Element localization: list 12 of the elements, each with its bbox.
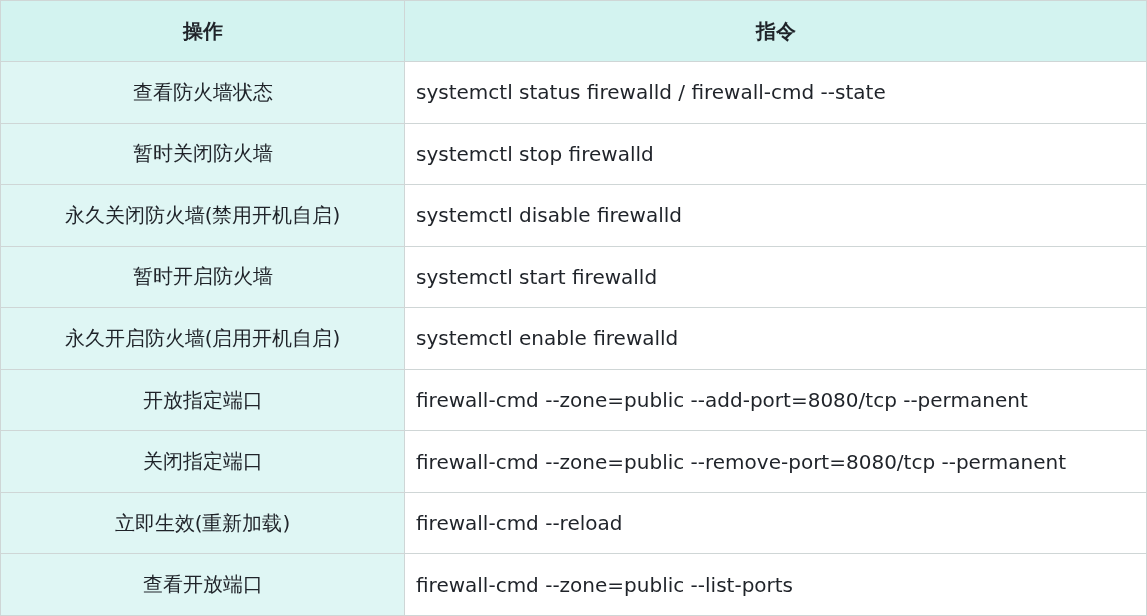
header-cell: 操作 xyxy=(0,0,405,62)
table-cell: 查看开放端口 xyxy=(0,553,405,616)
table-cell: 永久关闭防火墙(禁用开机自启) xyxy=(0,184,405,247)
table-cell: 开放指定端口 xyxy=(0,368,405,432)
table-cell: 查看防火墙状态 xyxy=(0,61,405,124)
table-cell: 永久开启防火墙(启用开机自启) xyxy=(0,307,405,370)
table-cell: firewall-cmd --zone=public --list-ports xyxy=(404,553,1147,616)
table-cell: 暂时开启防火墙 xyxy=(0,245,405,309)
table-cell: 关闭指定端口 xyxy=(0,430,405,493)
table-cell: 立即生效(重新加载) xyxy=(0,491,405,555)
table-cell: 暂时关闭防火墙 xyxy=(0,122,405,186)
header-cell: 指令 xyxy=(404,0,1147,62)
